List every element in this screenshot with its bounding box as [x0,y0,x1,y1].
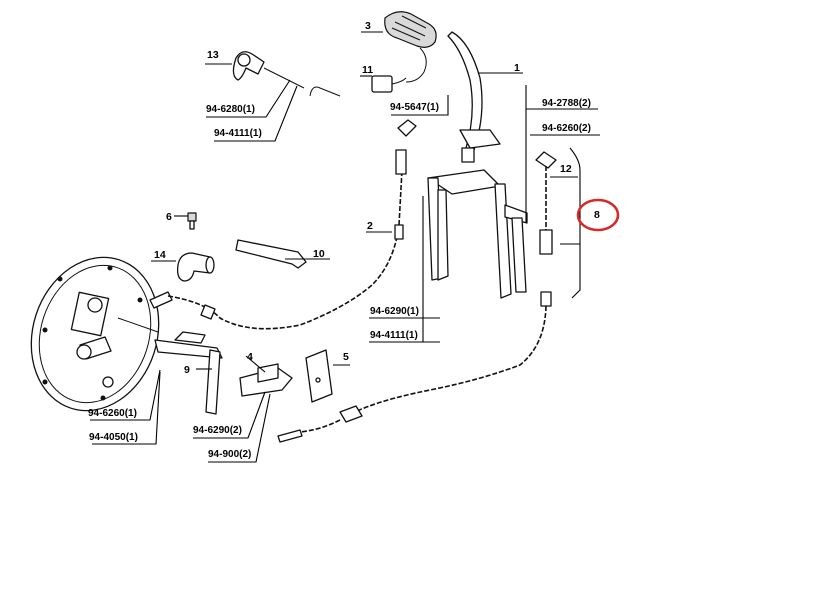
callout-9: 9 [184,364,190,376]
callout-6: 6 [166,211,172,223]
callout-5: 5 [343,351,349,363]
part-6-bolt [187,212,197,230]
part-code-labels: 94-6280(1) 94-4111(1) 94-5647(1) 94-2788… [88,98,591,460]
code-94-4111-1-mid: 94-4111(1) [370,330,418,341]
callout-12: 12 [560,163,572,175]
code-94-6260-2: 94-6260(2) [542,123,591,134]
part-11-connector [371,75,407,93]
part-3-grip [384,11,437,83]
leader-lines [90,31,600,463]
part-10-strap [235,239,307,269]
code-94-5647-1: 94-5647(1) [390,102,439,113]
code-94-2788-2: 94-2788(2) [542,98,591,109]
callout-13: 13 [207,49,219,61]
code-94-4111-1-top: 94-4111(1) [214,128,262,139]
callout-10: 10 [313,248,325,260]
callout-11: 11 [362,64,373,76]
code-94-4050-1: 94-4050(1) [89,432,138,443]
callout-8: 8 [594,209,600,221]
code-94-6290-1: 94-6290(1) [370,306,419,317]
callout-2: 2 [367,220,373,232]
part-5-bracket [305,349,333,403]
code-94-6290-2: 94-6290(2) [193,425,242,436]
lever-mounting-bracket [427,169,528,299]
brake-backing-plate [30,256,160,412]
part-14-fitting [176,252,215,282]
highlight-circle [576,198,620,232]
cable-part-2 [149,119,417,330]
part-1-lever [447,31,501,163]
callout-14: 14 [154,249,166,261]
callout-4: 4 [247,351,253,363]
part-13-fitting [232,51,341,97]
code-94-6260-1: 94-6260(1) [88,408,137,419]
part-9-bracket [154,331,223,415]
cable-part-12 [277,151,557,443]
callout-1: 1 [514,62,520,74]
code-94-6280-1: 94-6280(1) [206,104,255,115]
callout-3: 3 [365,20,371,32]
callout-labels: 1 2 3 4 5 6 8 9 10 11 12 13 14 [154,20,600,376]
part-4-bracket [239,363,293,397]
code-94-900-2: 94-900(2) [208,449,251,460]
